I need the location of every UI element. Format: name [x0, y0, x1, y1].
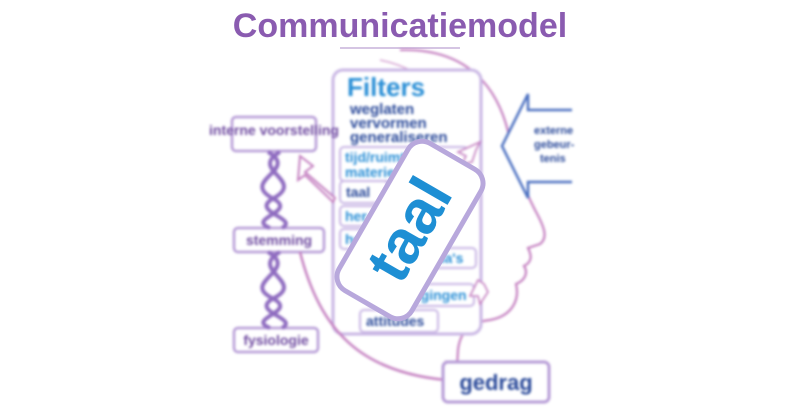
filter-item-time-space: tijd/ruimte — [345, 149, 413, 165]
label-internal-representation: interne voorstelling — [209, 122, 339, 138]
filter-item-her: her — [345, 208, 367, 224]
mood-to-behavior-line — [298, 251, 447, 382]
filters-to-representation-arrow — [296, 154, 337, 204]
label-physiology: fysiologie — [243, 332, 309, 348]
external-event-arrow — [500, 93, 572, 199]
filter-item-matter: materie — [345, 164, 395, 180]
twist-connector-lower-b — [264, 250, 288, 330]
filter-operation-2: vervormen — [350, 115, 427, 132]
filter-operation-1: weglaten — [349, 101, 414, 118]
filters-heading: Filters — [347, 72, 425, 102]
label-mood: stemming — [246, 232, 312, 248]
box-internal-representation — [230, 115, 318, 153]
label-behavior: gedrag — [459, 370, 532, 395]
filter-item-language: taal — [346, 184, 370, 200]
language-card-frame — [334, 138, 486, 322]
small-arrow-lower — [468, 278, 489, 306]
head-profile-outline — [399, 48, 546, 401]
external-event-line-3: tenis — [540, 153, 566, 165]
diagram-title: Communicatiemodel — [233, 7, 567, 45]
external-event-line-1: externe — [534, 125, 573, 137]
box-physiology — [232, 326, 320, 354]
box-behavior — [441, 360, 551, 404]
twist-connector-upper-b — [264, 150, 288, 230]
external-event-line-2: gebeur- — [534, 139, 575, 151]
